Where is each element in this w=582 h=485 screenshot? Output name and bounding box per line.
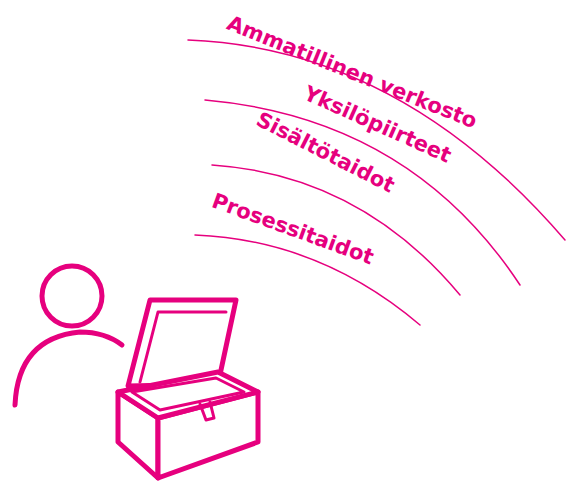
arc-label: Prosessitaidot — [209, 189, 377, 270]
person-head — [42, 266, 102, 326]
box-latch — [200, 402, 214, 420]
person-shoulders — [15, 332, 122, 405]
box-rim — [118, 372, 258, 418]
box-rim-inner — [132, 378, 244, 410]
arc-line — [212, 165, 460, 295]
